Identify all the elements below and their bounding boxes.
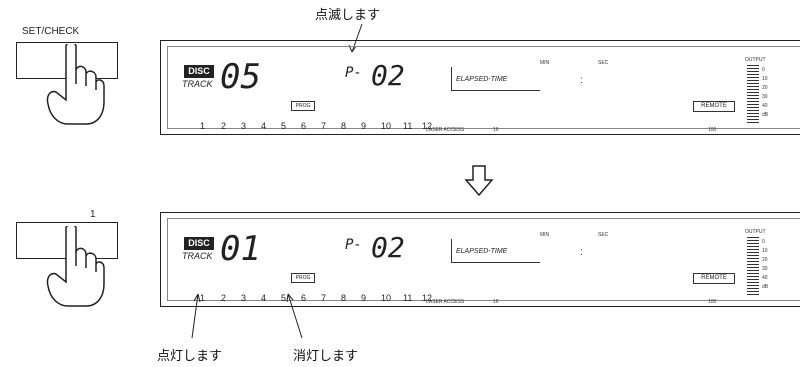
track-number: 2 [221,121,227,131]
pressing-hand-icon-2 [46,226,105,307]
output-level-meter [747,65,759,123]
track-label: TRACK [182,79,213,89]
prog-indicator: PROG [291,273,315,283]
elapsed-time-box: ELAPSED-TIME [451,239,540,263]
display-panel-bottom: DISC TRACK 01 P- 02 ELAPSED-TIME MIN SEC… [160,212,800,307]
track-number: 8 [341,121,347,131]
track-number: 5 [281,121,287,131]
track-number: 3 [241,293,247,303]
sec-label: SEC [598,232,609,238]
meter-level-label: 10 [762,248,768,254]
track-number: 11 [403,121,413,131]
meter-level-label: 20 [762,85,768,91]
meter-level-label: 0 [762,239,765,245]
remote-indicator: REMOTE [693,273,735,284]
meter-level-label: 30 [762,266,768,272]
meter-level-label: 40 [762,103,768,109]
track-number: 6 [301,121,307,131]
time-colon: : [580,75,583,86]
elapsed-time-label: ELAPSED-TIME [456,76,508,83]
program-number-display: 02 [371,231,405,264]
pressing-hand-icon [46,44,105,125]
laser-access-mark: 16 [493,127,499,133]
meter-level-label: 20 [762,257,768,263]
program-prefix: P- [345,65,362,81]
track-number: 1 [200,121,206,131]
meter-level-label: dB [762,284,769,290]
track-number: 7 [321,121,327,131]
track-number: 7 [321,293,327,303]
display-frame: DISC TRACK 05 P- 02 ELAPSED-TIME MIN SEC… [167,46,800,133]
laser-access-label: LASER ACCESS [426,299,465,305]
min-label: MIN [540,60,550,66]
track-number: 2 [221,293,227,303]
track-number: 6 [301,293,307,303]
track-number: 10 [381,121,392,131]
laser-access-mark: 16 [493,299,499,305]
laser-access-end: 100 [708,127,717,133]
track-number: 10 [381,293,392,303]
display-frame: DISC TRACK 01 P- 02 ELAPSED-TIME MIN SEC… [167,218,800,305]
track-number: 1 [200,293,206,303]
elapsed-time-box: ELAPSED-TIME [451,67,540,91]
time-colon: : [580,247,583,258]
track-number: 5 [281,293,287,303]
annotation-unlit: 消灯します [293,349,359,364]
button-1-label: 1 [90,209,96,220]
laser-access-end: 100 [708,299,717,305]
meter-level-label: dB [762,112,769,118]
display-panel-top: DISC TRACK 05 P- 02 ELAPSED-TIME MIN SEC… [160,40,800,135]
meter-level-label: 40 [762,275,768,281]
track-number: 11 [403,293,413,303]
output-label: OUTPUT [745,57,766,63]
track-number: 12 [422,293,433,303]
disc-number-display: 05 [220,57,261,97]
set-check-label: SET/CHECK [22,26,80,37]
track-number: 4 [261,293,267,303]
track-number: 9 [361,293,367,303]
meter-level-label: 30 [762,94,768,100]
annotation-blinking: 点滅します [315,8,381,23]
track-label: TRACK [182,251,213,261]
program-number-display: 02 [371,59,405,92]
track-number: 8 [341,293,347,303]
track-number: 4 [261,121,267,131]
track-number: 12 [422,121,433,131]
pointer-line-lit [191,293,201,339]
disc-indicator: DISC [184,237,214,250]
down-arrow-icon [464,165,494,197]
elapsed-time-label: ELAPSED-TIME [456,248,508,255]
output-level-meter [747,237,759,295]
disc-number-display: 01 [220,229,261,269]
meter-level-label: 0 [762,67,765,73]
pointer-line-unlit [286,293,303,339]
annotation-lit: 点灯します [157,349,223,364]
remote-indicator: REMOTE [693,101,735,112]
min-label: MIN [540,232,550,238]
sec-label: SEC [598,60,609,66]
prog-indicator: PROG [291,101,315,111]
output-label: OUTPUT [745,229,766,235]
laser-access-label: LASER ACCESS [426,127,465,133]
disc-indicator: DISC [184,65,214,78]
track-number: 3 [241,121,247,131]
track-number: 9 [361,121,367,131]
meter-level-label: 10 [762,76,768,82]
program-prefix: P- [345,237,362,253]
